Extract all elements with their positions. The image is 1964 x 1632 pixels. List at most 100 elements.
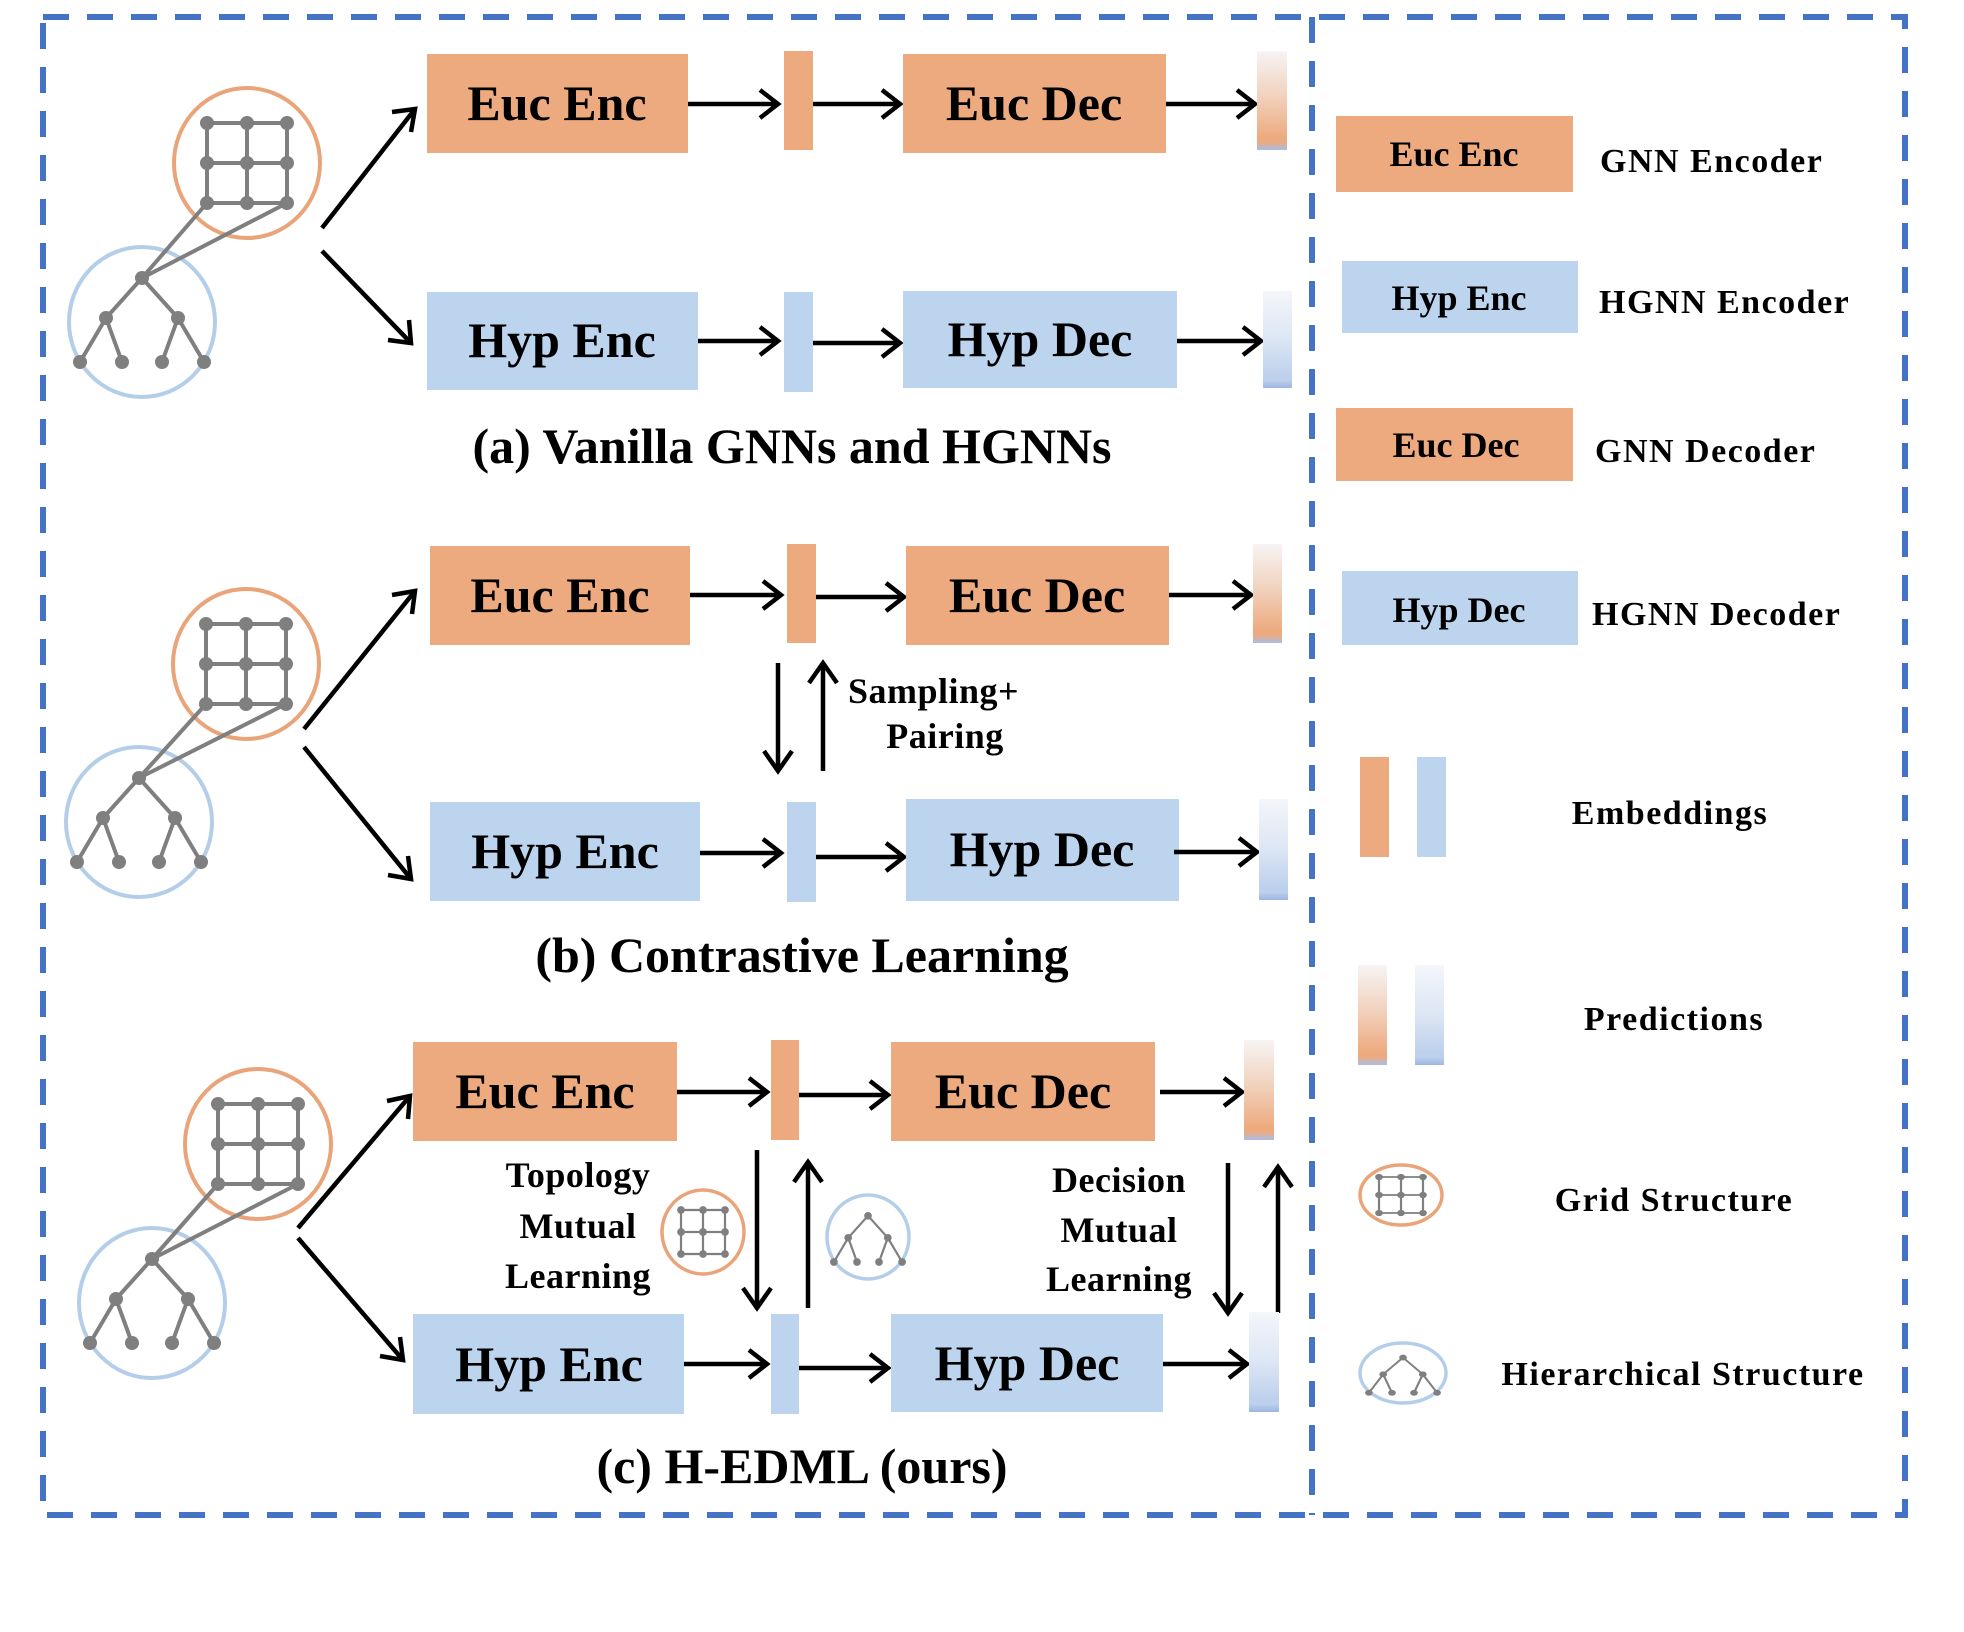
grid-structure-icon <box>209 1095 307 1193</box>
euc-encoder-label: Euc Enc <box>467 75 646 131</box>
legend-item-gnn-encoder: Euc Enc GNN Encoder <box>1336 116 1823 192</box>
flow-arrow <box>799 1352 892 1384</box>
decision-down-arrow <box>1212 1163 1244 1317</box>
legend-euc-dec-text: Euc Dec <box>1393 425 1520 465</box>
hyp-decoder-block <box>906 799 1179 901</box>
flow-arrow <box>700 837 785 869</box>
flow-arrow <box>1174 836 1261 868</box>
structure-link <box>151 1182 299 1261</box>
euc-encoder-block <box>430 546 690 645</box>
topology-label-line3: Learning <box>505 1256 651 1296</box>
euc-encoder-block <box>413 1042 677 1141</box>
panel-a: Euc Enc Euc Dec Hyp Enc Hyp Dec (a) Vani… <box>67 51 1292 474</box>
panel-c-caption: (c) H-EDML (ours) <box>596 1438 1007 1494</box>
decision-label-line1: Decision <box>1052 1160 1186 1200</box>
grid-structure-icon <box>197 615 295 713</box>
topology-down-arrow <box>741 1150 773 1312</box>
grid-structure-icon <box>1358 1163 1444 1227</box>
grid-structure-icon <box>660 1188 746 1276</box>
grid-structure-circle <box>172 86 322 240</box>
graph-structure-illustration <box>77 1067 333 1380</box>
flow-arrow <box>1166 88 1259 120</box>
hyp-encoder-block <box>413 1314 684 1414</box>
legend-gnn-encoder-label: GNN Encoder <box>1600 143 1823 180</box>
legend-item-predictions: Predictions <box>1358 965 1763 1065</box>
flow-arrow <box>816 581 908 613</box>
legend-item-embeddings: Embeddings <box>1360 757 1767 857</box>
euc-decoder-block <box>906 546 1169 645</box>
hyp-embedding <box>787 802 816 902</box>
hierarchical-structure-icon <box>1358 1341 1448 1405</box>
euc-prediction <box>1257 51 1287 150</box>
structure-link <box>138 702 287 780</box>
legend-hyp-prediction-swatch <box>1415 965 1444 1065</box>
structure-link <box>141 201 288 280</box>
legend-hyp-enc-text: Hyp Enc <box>1391 278 1526 318</box>
hierarchical-structure-circle <box>64 745 214 899</box>
sampling-label: Sampling+ <box>848 671 1019 711</box>
hyp-encoder-block <box>427 292 698 390</box>
flow-arrow <box>813 88 904 120</box>
hyp-encoder-label: Hyp Enc <box>455 1336 643 1392</box>
grid-structure-icon <box>198 114 296 212</box>
hierarchical-structure-icon <box>825 1193 911 1281</box>
legend-euc-dec-swatch <box>1336 408 1573 481</box>
panel-c: Euc Enc Euc Dec Topology Mutual Learning… <box>77 1040 1294 1494</box>
topology-label-line1: Topology <box>506 1155 651 1195</box>
flow-arrow <box>816 841 908 873</box>
legend-hgnn-encoder-label: HGNN Encoder <box>1599 284 1850 321</box>
legend-euc-prediction-swatch <box>1358 965 1387 1065</box>
hyp-decoder-label: Hyp Dec <box>948 311 1133 367</box>
legend-item-grid-structure: Grid Structure <box>1358 1163 1794 1227</box>
euc-decoder-label: Euc Dec <box>935 1063 1111 1119</box>
hyp-encoder-label: Hyp Enc <box>468 312 656 368</box>
legend-hierarchical-structure-label: Hierarchical Structure <box>1501 1356 1864 1393</box>
legend-euc-enc-text: Euc Enc <box>1389 134 1518 174</box>
legend-item-hierarchical-structure: Hierarchical Structure <box>1358 1341 1864 1405</box>
legend-euc-embedding-swatch <box>1360 757 1389 857</box>
structure-link <box>150 1182 220 1261</box>
legend-hgnn-decoder-label: HGNN Decoder <box>1592 596 1841 633</box>
hierarchical-structure-circle <box>67 245 217 399</box>
tree-structure-icon <box>68 769 210 871</box>
euc-decoder-label: Euc Dec <box>949 567 1125 623</box>
hyp-embedding <box>784 292 813 392</box>
topology-up-arrow <box>792 1158 824 1308</box>
topology-label-line2: Mutual <box>519 1206 636 1246</box>
flow-arrow <box>1177 325 1265 357</box>
graph-structure-illustration <box>64 587 321 899</box>
legend-item-hgnn-decoder: Hyp Dec HGNN Decoder <box>1342 571 1841 645</box>
structure-link <box>140 201 209 280</box>
flow-arrow <box>690 579 785 611</box>
decision-label-line2: Mutual <box>1060 1210 1177 1250</box>
grid-structure-circle <box>171 587 321 741</box>
flow-arrow <box>813 327 904 359</box>
hyp-decoder-block <box>891 1314 1163 1412</box>
legend-gnn-decoder-label: GNN Decoder <box>1595 433 1816 470</box>
contrastive-down-arrow <box>762 663 794 775</box>
branch-arrow-down <box>320 249 414 346</box>
flow-arrow <box>1163 1348 1251 1380</box>
legend-grid-structure-label: Grid Structure <box>1555 1182 1794 1219</box>
branch-arrow-down <box>296 1236 406 1363</box>
hyp-prediction <box>1259 799 1288 900</box>
legend-item-gnn-decoder: Euc Dec GNN Decoder <box>1336 408 1816 481</box>
legend-hyp-enc-swatch <box>1342 261 1578 333</box>
hyp-decoder-label: Hyp Dec <box>950 821 1135 877</box>
branch-arrow-up <box>302 588 418 731</box>
outer-dashed-border <box>40 14 1908 1518</box>
structure-link <box>137 702 208 780</box>
graph-structure-illustration <box>67 86 322 399</box>
hyp-encoder-label: Hyp Enc <box>471 823 659 879</box>
flow-arrow <box>1160 1076 1246 1108</box>
euc-encoder-block <box>427 54 688 153</box>
tree-structure-icon <box>71 269 213 371</box>
euc-embedding <box>784 51 813 150</box>
panel-b-caption: (b) Contrastive Learning <box>535 927 1068 983</box>
euc-prediction <box>1253 544 1282 643</box>
grid-structure-circle <box>183 1067 333 1221</box>
decision-label-line3: Learning <box>1046 1259 1192 1299</box>
branch-arrow-up <box>296 1093 413 1230</box>
euc-decoder-label: Euc Dec <box>946 75 1122 131</box>
